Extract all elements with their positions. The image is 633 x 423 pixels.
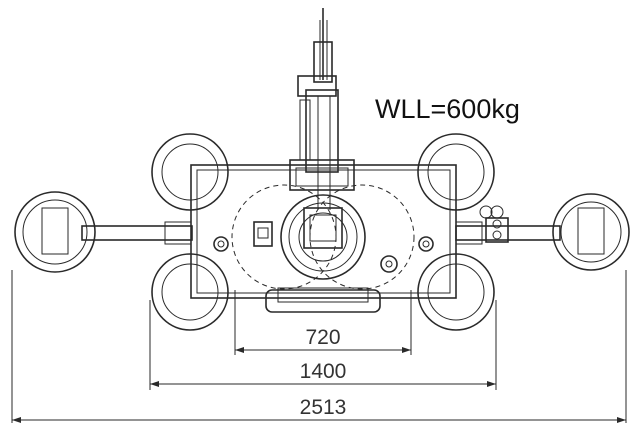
lifting-mast [289, 8, 355, 210]
control-panel [253, 221, 273, 247]
vacuum-gauges [213, 236, 434, 273]
rotation-flange [280, 194, 366, 280]
main-frame [190, 164, 457, 313]
dimension-1400: 1400 [300, 360, 347, 383]
corner-suction-pads [151, 133, 495, 331]
dimension-2513: 2513 [300, 396, 347, 419]
wll-label: WLL=600kg [375, 94, 520, 124]
vacuum-pad-outline-circles [231, 184, 415, 290]
outer-suction-pads [14, 191, 630, 273]
dimension-720: 720 [305, 326, 340, 349]
dimension-lines [11, 270, 627, 423]
valve-connectors [479, 205, 509, 243]
